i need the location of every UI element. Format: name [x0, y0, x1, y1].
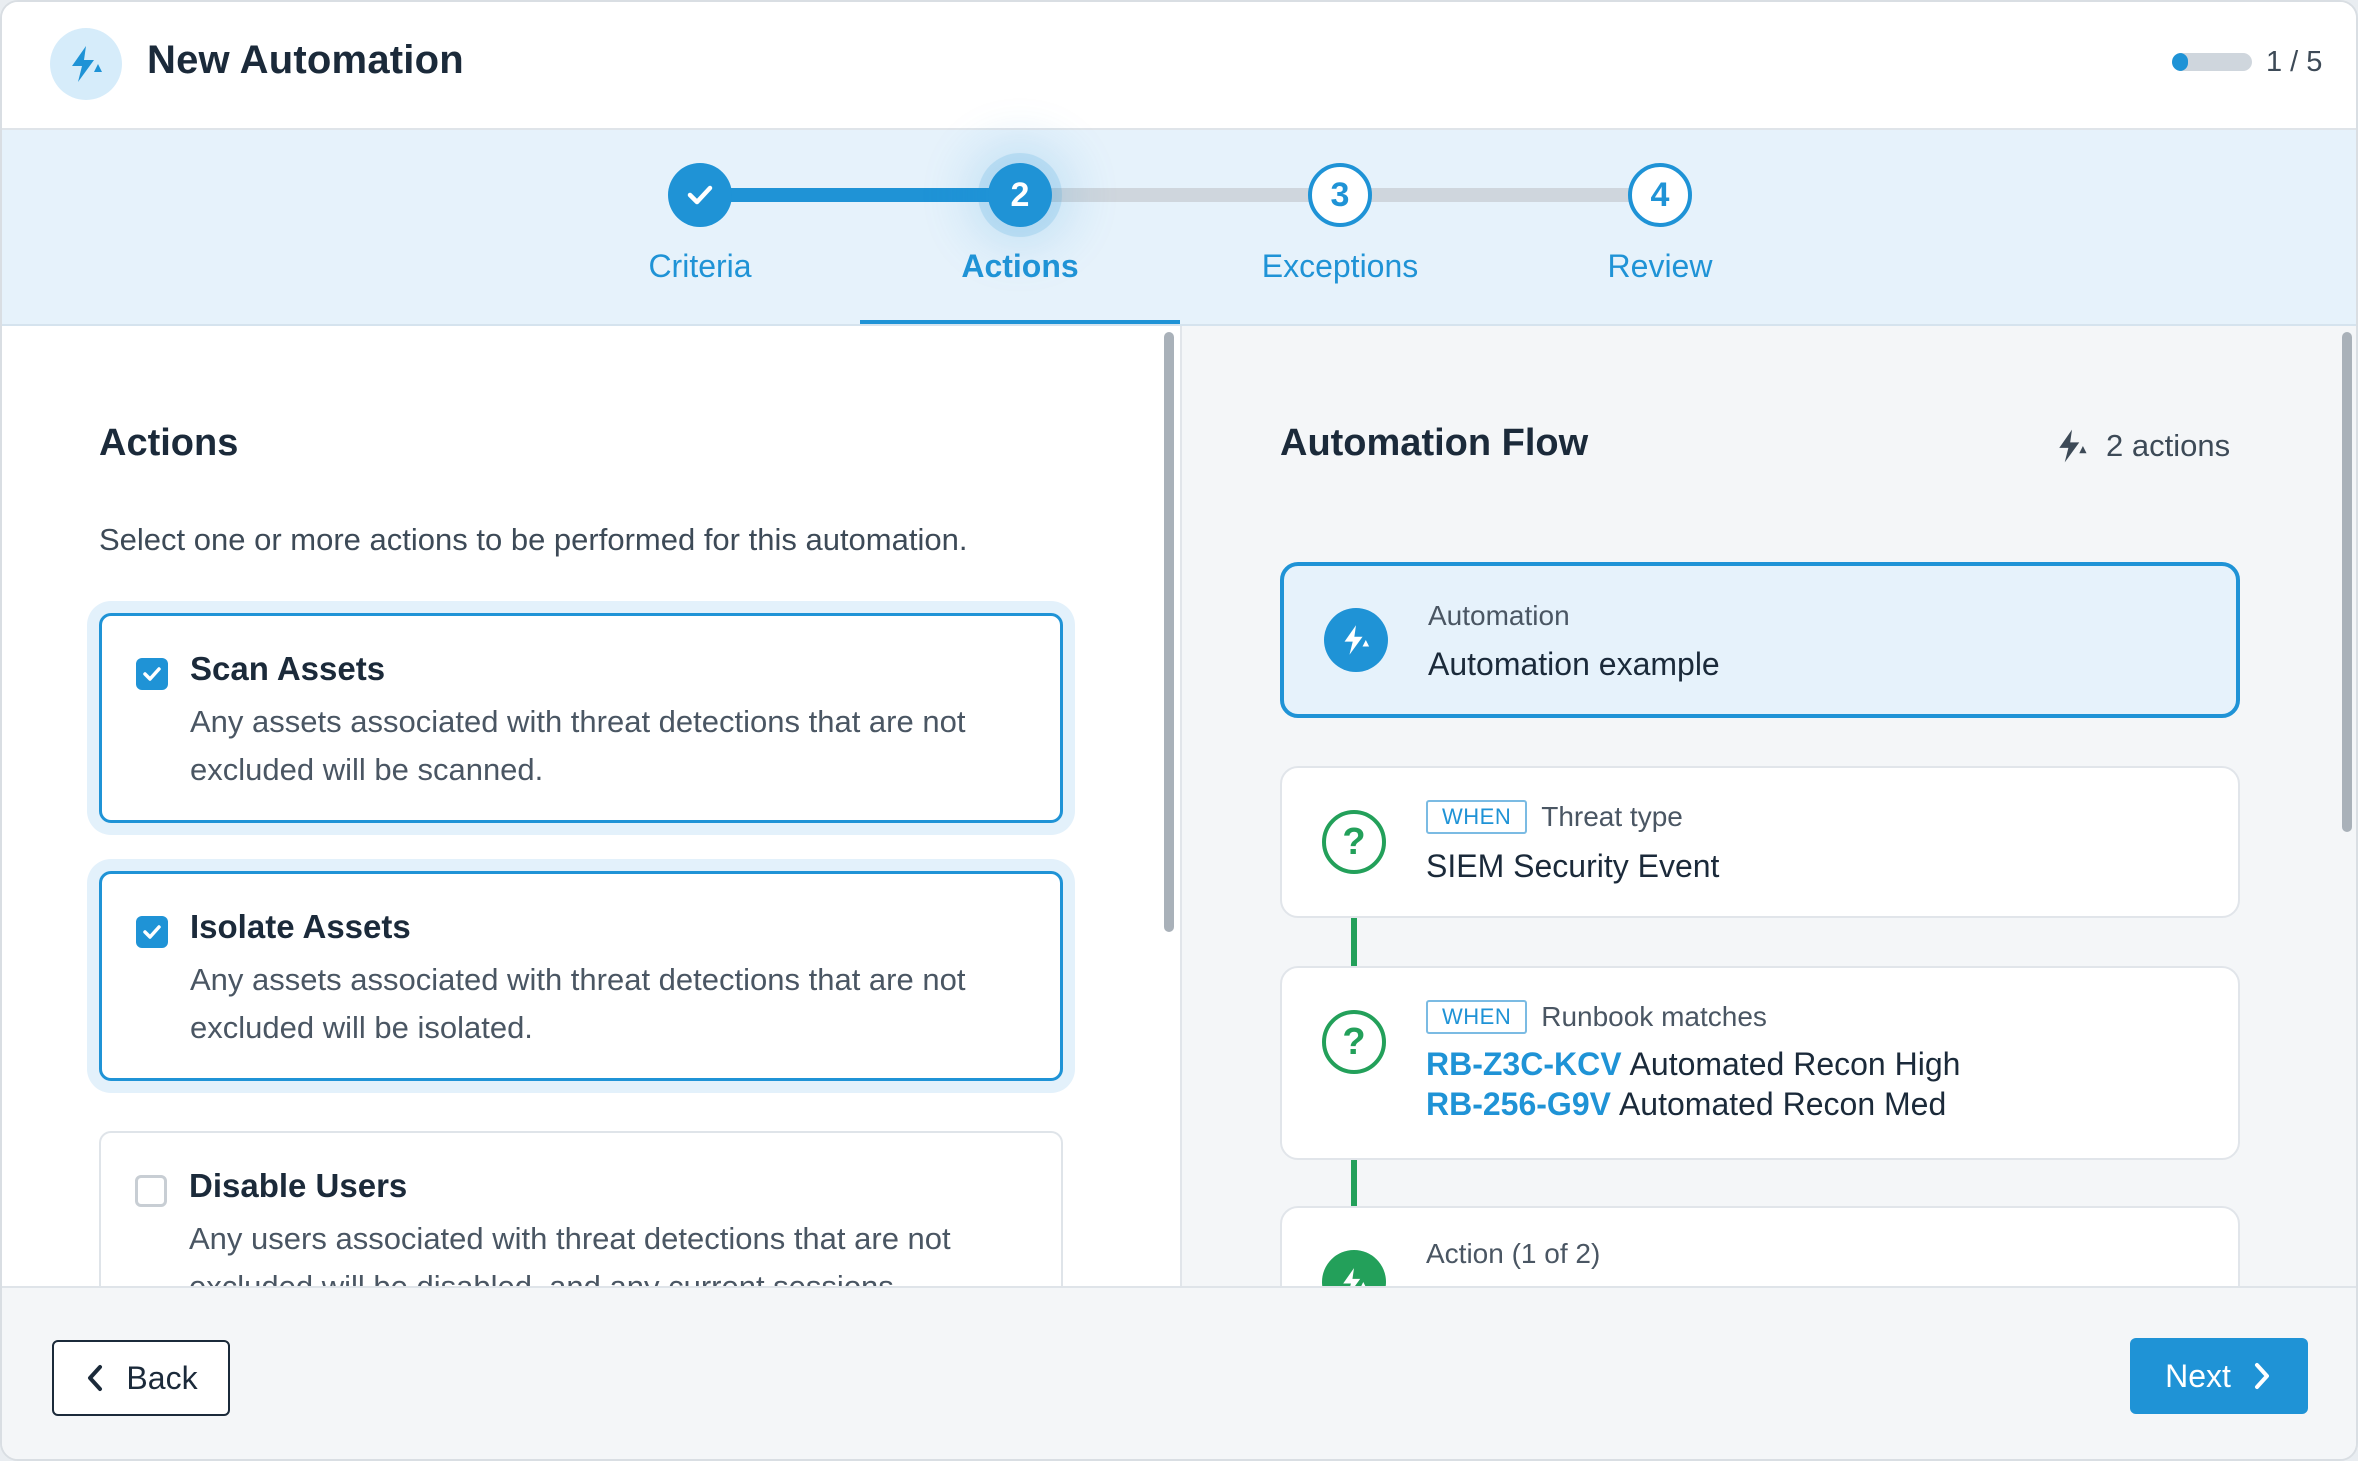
runbook-name: Automated Recon Med: [1618, 1086, 1947, 1122]
runbook-name: Automated Recon High: [1629, 1046, 1961, 1082]
condition-label: Threat type: [1541, 801, 1683, 832]
bolt-icon: [2059, 429, 2087, 463]
condition-header: WHEN Runbook matches: [1426, 1000, 1767, 1034]
action-card-isolate-assets[interactable]: Isolate Assets Any assets associated wit…: [99, 871, 1063, 1081]
step-exceptions-circle[interactable]: 3: [1308, 163, 1372, 227]
action-description: Any users associated with threat detecti…: [189, 1221, 951, 1286]
flow-action-card[interactable]: Action (1 of 2): [1280, 1206, 2240, 1286]
action-title: Isolate Assets: [190, 908, 411, 945]
disable-users-checkbox[interactable]: [135, 1175, 167, 1207]
next-button[interactable]: Next: [2130, 1338, 2308, 1414]
step-label-review[interactable]: Review: [1607, 248, 1713, 284]
scan-assets-checkbox[interactable]: [136, 658, 168, 690]
chevron-right-icon: [2254, 1363, 2269, 1389]
automation-name: Automation example: [1428, 646, 1720, 682]
flow-connector: [1351, 1086, 1357, 1282]
flow-condition-threat-type[interactable]: ? WHEN Threat type SIEM Security Event: [1280, 766, 2240, 918]
condition-value: SIEM Security Event: [1426, 848, 1720, 884]
automation-flow-panel: Automation Flow 2 actions Automation Aut…: [1180, 326, 2356, 1286]
automation-label: Automation: [1428, 600, 1570, 631]
step-label-criteria[interactable]: Criteria: [648, 248, 752, 284]
when-tag: WHEN: [1426, 1000, 1528, 1034]
action-description: Any assets associated with threat detect…: [190, 704, 966, 787]
page-count: 1 / 5: [2266, 46, 2323, 78]
step-label-exceptions[interactable]: Exceptions: [1261, 248, 1419, 284]
action-bolt-icon: [1322, 1250, 1386, 1286]
stepper-connector: [1020, 188, 1340, 202]
back-button-label: Back: [126, 1359, 198, 1396]
flow-title: Automation Flow: [1280, 422, 1589, 464]
action-count-label: 2 actions: [2106, 428, 2231, 463]
stepper-connector: [1340, 188, 1660, 202]
active-step-underline: [860, 320, 1180, 324]
chevron-left-icon: [88, 1365, 103, 1391]
when-tag: WHEN: [1426, 800, 1528, 834]
automation-bolt-icon: [50, 28, 122, 100]
stepper: 2 3 4 Criteria Actions Exceptions Review: [2, 130, 2356, 326]
condition-header: WHEN Threat type: [1426, 800, 1683, 834]
condition-label: Runbook matches: [1541, 1001, 1767, 1032]
step-criteria-check-icon[interactable]: [668, 163, 732, 227]
step-actions-circle[interactable]: 2: [988, 163, 1052, 227]
actions-scrollbar[interactable]: [1164, 332, 1174, 932]
wizard-progress-bar: [2172, 53, 2252, 71]
action-title: Scan Assets: [190, 650, 386, 687]
question-icon: ?: [1322, 810, 1386, 874]
header: New Automation 1 / 5: [2, 2, 2356, 130]
action-title: Disable Users: [189, 1167, 408, 1204]
actions-title: Actions: [99, 422, 239, 464]
back-button[interactable]: Back: [52, 1340, 230, 1416]
isolate-assets-checkbox[interactable]: [136, 916, 168, 948]
action-card-disable-users[interactable]: Disable Users Any users associated with …: [99, 1131, 1063, 1286]
action-label: Action (1 of 2): [1426, 1238, 1601, 1269]
actions-description: Select one or more actions to be perform…: [99, 522, 968, 557]
flow-action-count: 2 actions: [2052, 426, 2230, 466]
next-button-label: Next: [2165, 1357, 2231, 1394]
page-title: New Automation: [147, 38, 464, 82]
stepper-connector-complete: [700, 188, 1020, 202]
step-label-actions[interactable]: Actions: [961, 248, 1079, 284]
wizard-progress-fill: [2172, 53, 2188, 71]
step-review-circle[interactable]: 4: [1628, 163, 1692, 227]
actions-panel: Actions Select one or more actions to be…: [2, 326, 1162, 1286]
question-icon: ?: [1322, 1010, 1386, 1074]
footer: Back Next: [2, 1286, 2356, 1459]
flow-automation-card[interactable]: Automation Automation example: [1280, 562, 2240, 718]
flow-connector: [1351, 886, 1357, 998]
action-description: Any assets associated with threat detect…: [190, 962, 966, 1045]
runbook-link[interactable]: RB-Z3C-KCV: [1426, 1046, 1622, 1082]
runbook-link[interactable]: RB-256-G9V: [1426, 1086, 1611, 1122]
automation-bolt-icon: [1324, 608, 1388, 672]
action-card-scan-assets[interactable]: Scan Assets Any assets associated with t…: [99, 613, 1063, 823]
flow-scrollbar[interactable]: [2342, 332, 2352, 832]
